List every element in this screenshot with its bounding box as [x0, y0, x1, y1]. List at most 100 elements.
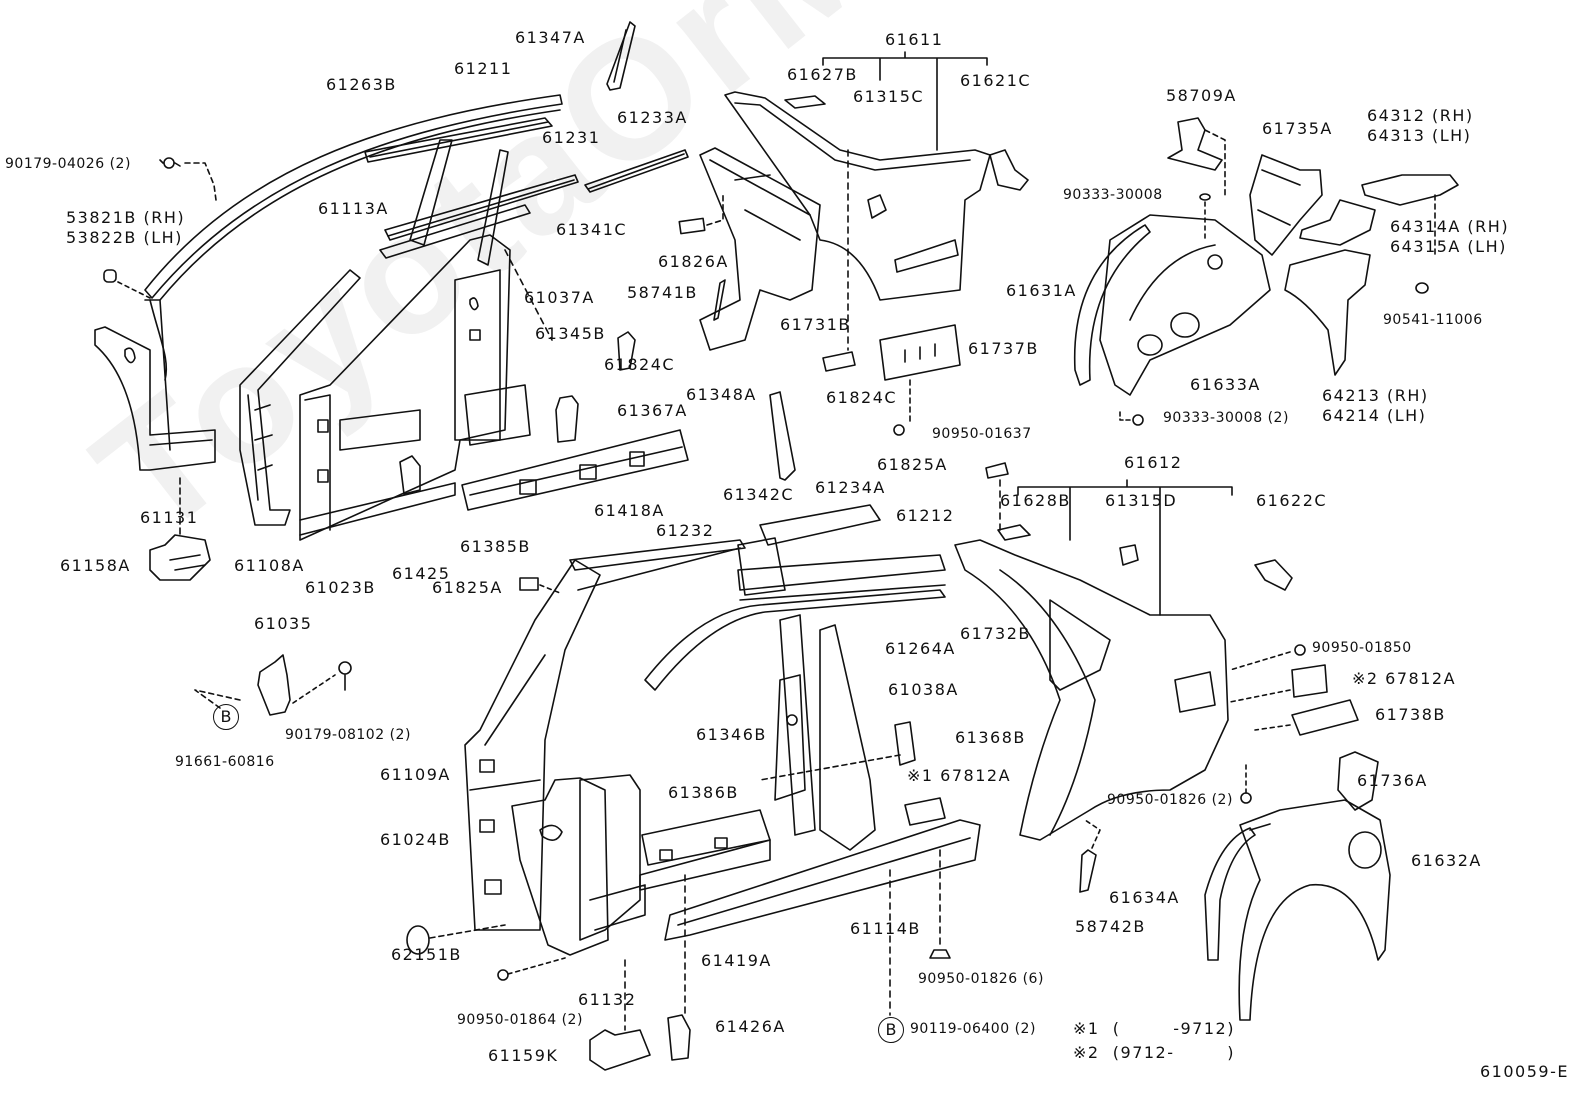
label-61632A: 61632A — [1411, 851, 1482, 870]
pillar-61113A — [409, 139, 509, 266]
label-61212: 61212 — [896, 506, 955, 525]
bracket-61621C — [989, 149, 1029, 191]
label-61038A: 61038A — [888, 680, 959, 699]
bracket-line-61611 — [822, 51, 988, 151]
label-90119-06400: 90119-06400 (2) — [910, 1021, 1036, 1037]
bracket-61622C — [1254, 559, 1293, 591]
label-61825A-b: 61825A — [877, 455, 948, 474]
label-64312-64313: 64312 (RH) 64313 (LH) — [1367, 106, 1474, 146]
nut-90333-30008-a — [1199, 193, 1211, 241]
bracket-61367A — [555, 395, 579, 443]
rail-61234A — [759, 504, 881, 546]
label-61368B: 61368B — [955, 728, 1026, 747]
label-58741B: 58741B — [627, 283, 698, 302]
label-61425: 61425 — [392, 564, 451, 583]
wheelhouse-inner-61633A — [1099, 214, 1271, 396]
panel-61732B — [1049, 599, 1111, 691]
label-53821B: 53821B (RH) — [66, 208, 186, 227]
label-61211: 61211 — [454, 59, 513, 78]
nut-90541-11006 — [1415, 282, 1429, 294]
bracket-61736A — [1337, 751, 1379, 811]
nut-90950-01864 — [497, 957, 566, 981]
bracket-61627B — [784, 95, 826, 109]
block-61825A-a — [519, 577, 561, 594]
label-61232: 61232 — [656, 521, 715, 540]
nut-90179-04026 — [159, 157, 217, 201]
pillar-61132 — [579, 774, 646, 941]
label-61131: 61131 — [140, 508, 199, 527]
extension-64213 — [1284, 249, 1371, 376]
nut-90179-08102 — [338, 661, 352, 691]
label-61342C: 61342C — [723, 485, 795, 504]
label-61132: 61132 — [578, 990, 637, 1009]
pillar-61109A — [511, 777, 609, 956]
label-61037A: 61037A — [524, 288, 595, 307]
label-90179-08102: 90179-08102 (2) — [285, 727, 411, 743]
label-61386B: 61386B — [668, 783, 739, 802]
label-61611: 61611 — [885, 30, 944, 49]
label-61426A: 61426A — [715, 1017, 786, 1036]
roof-rail-61212 — [737, 554, 946, 601]
quarter-panel-61611 — [724, 91, 991, 301]
inner-panel-61731B — [699, 147, 821, 351]
label-64314A-64315A: 64314A (RH) 64315A (LH) — [1390, 217, 1509, 257]
footnote-1: ※1 ( -9712) — [1073, 1021, 1235, 1037]
label-61826A: 61826A — [658, 252, 729, 271]
footnote-2: ※2 (9712- ) — [1073, 1045, 1235, 1061]
pillar-61385B — [464, 384, 531, 446]
footnote-2-mark: ※2 — [1073, 1043, 1100, 1062]
label-61634A: 61634A — [1109, 888, 1180, 907]
label-64214: 64214 (LH) — [1322, 406, 1427, 425]
label-61023B: 61023B — [305, 578, 376, 597]
label-90950-01637: 90950-01637 — [932, 426, 1032, 442]
callout-B-right: B — [878, 1017, 904, 1043]
label-91661-60816: 91661-60816 — [175, 754, 275, 770]
label-61109A: 61109A — [380, 765, 451, 784]
outer-61631A — [1073, 224, 1151, 386]
bracket-61347A — [606, 21, 636, 91]
hinge-61035 — [194, 654, 336, 716]
quarter-panel-61612 — [954, 539, 1229, 841]
pillar-61024B — [464, 559, 601, 931]
label-61035: 61035 — [254, 614, 313, 633]
block-61824C-a — [617, 331, 636, 371]
label-61824C-b: 61824C — [826, 388, 898, 407]
label-61347A: 61347A — [515, 28, 586, 47]
label-61631A: 61631A — [1006, 281, 1077, 300]
label-64315A: 64315A (LH) — [1390, 237, 1507, 256]
bracket-61342C — [737, 537, 786, 596]
label-61341C: 61341C — [556, 220, 628, 239]
clip-53821B — [103, 269, 151, 299]
pad-67812A-2 — [1229, 664, 1328, 703]
bracket-61368B — [759, 721, 916, 781]
bracket-61158A — [149, 477, 211, 581]
bracket-58709A — [1167, 117, 1226, 196]
label-61348A: 61348A — [686, 385, 757, 404]
pillar-61346B — [774, 674, 806, 801]
bracket-61628B — [997, 524, 1031, 541]
label-61231: 61231 — [542, 128, 601, 147]
label-64213-64214: 64213 (RH) 64214 (LH) — [1322, 386, 1429, 426]
label-61731B: 61731B — [780, 315, 851, 334]
label-61825A-a: 61825A — [432, 578, 503, 597]
label-61732B: 61732B — [960, 624, 1031, 643]
label-90541-11006: 90541-11006 — [1383, 312, 1483, 328]
label-61158A: 61158A — [60, 556, 131, 575]
footnote-1-range: ( -9712) — [1112, 1019, 1235, 1038]
label-61418A: 61418A — [594, 501, 665, 520]
label-90179-04026: 90179-04026 (2) — [5, 156, 131, 172]
nut-90333-30008-b — [1119, 411, 1144, 426]
bracket-64312 — [1361, 174, 1459, 256]
body-side-61108A — [239, 269, 361, 526]
label-90333-30008-a: 90333-30008 — [1063, 187, 1163, 203]
nut-90950-01826-2 — [1240, 764, 1252, 804]
roof-rail-61211 — [364, 117, 553, 163]
label-90333-30008-b: 90333-30008 (2) — [1163, 410, 1289, 426]
label-61346B: 61346B — [696, 725, 767, 744]
label-61315D: 61315D — [1105, 491, 1178, 510]
rocker-reinforcement-61418A — [461, 429, 689, 511]
rail-61232 — [569, 539, 746, 591]
bracket-64314A — [1299, 199, 1376, 246]
label-61263B: 61263B — [326, 75, 397, 94]
